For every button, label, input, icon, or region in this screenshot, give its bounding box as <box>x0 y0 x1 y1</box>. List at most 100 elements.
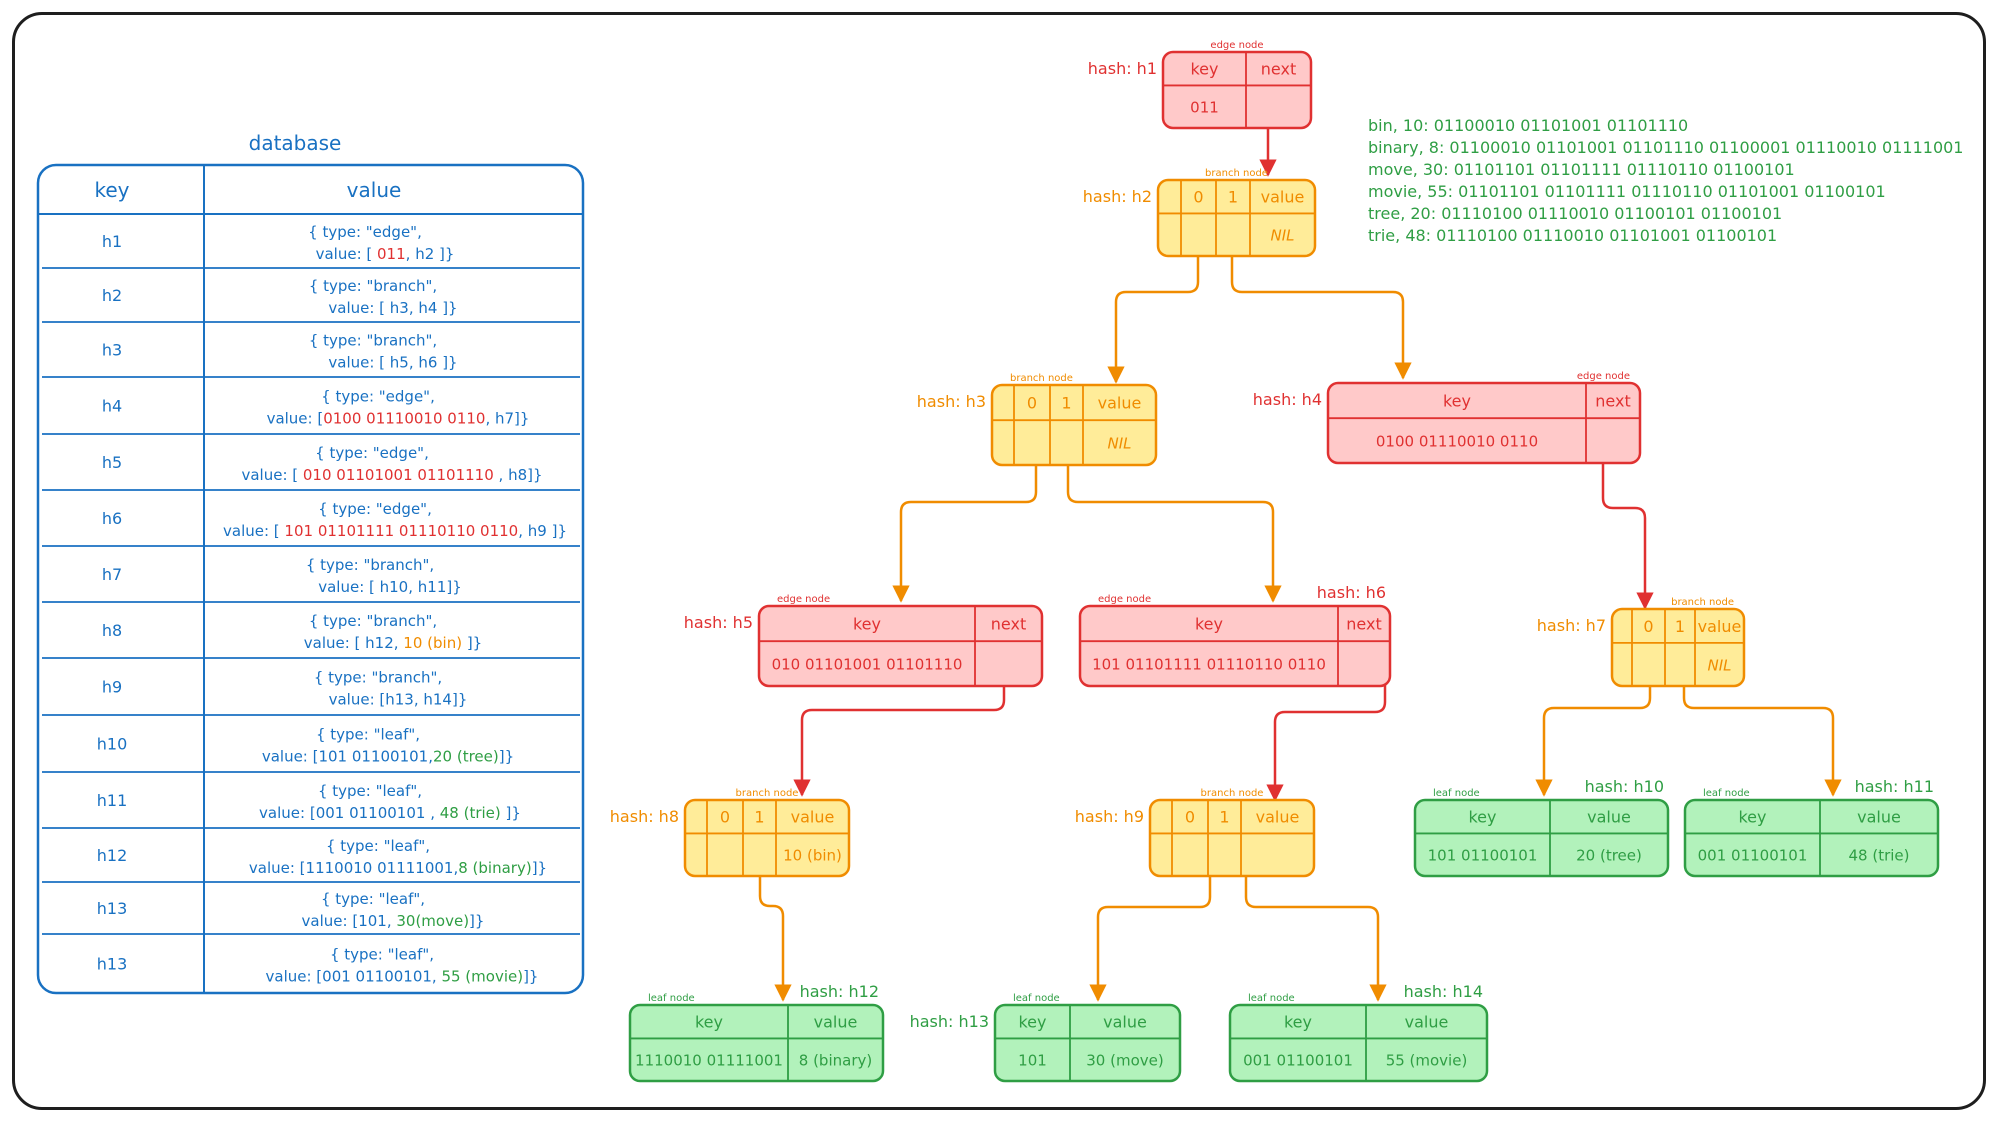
node-hash-label: hash: h13 <box>910 1012 989 1031</box>
node-value: 8 (binary) <box>799 1052 872 1070</box>
node-key-header: key <box>1190 60 1218 79</box>
node-box <box>990 383 1158 467</box>
branch-slot-0: 0 <box>1185 808 1195 827</box>
branch-value-header: value <box>1256 808 1300 827</box>
node-value: 30 (move) <box>1086 1052 1163 1070</box>
node-box <box>1610 607 1746 688</box>
database-row-key: h1 <box>102 232 122 251</box>
node-key: 101 01101111 01110110 0110 <box>1092 656 1326 674</box>
node-next-header: next <box>991 615 1026 634</box>
node-box <box>1161 50 1313 130</box>
database-row-key: h7 <box>102 565 122 584</box>
database-row-value: value: [ h12, 10 (bin) ]} <box>304 634 482 652</box>
node-hash-label: hash: h2 <box>1083 187 1152 206</box>
node-hash-label: hash: h9 <box>1075 807 1144 826</box>
database-row-key: h10 <box>97 735 128 754</box>
database-row-type: { type: "branch", <box>309 332 437 350</box>
database-row-value: value: [ h10, h11]} <box>318 578 462 596</box>
database-row-value: value: [0100 01110010 0110, h7]} <box>267 410 530 428</box>
database-row-key: h4 <box>102 397 122 416</box>
edge-h2-h3 <box>1107 256 1200 384</box>
database-row-type: { type: "leaf", <box>321 890 425 908</box>
node-type-label: leaf node <box>1433 788 1480 799</box>
branch-slot-0: 0 <box>1193 188 1203 207</box>
database-row-value: value: [101 01100101,20 (tree)]} <box>262 748 514 766</box>
edge-h2-h4 <box>1230 256 1412 380</box>
database-rows: h1{ type: "edge",value: [ 011, h2 ]}h2{ … <box>42 223 580 986</box>
encoding-line: binary, 8: 01100010 01101001 01101110 01… <box>1368 138 1963 157</box>
database-row-type: { type: "branch", <box>309 277 437 295</box>
edge-h9-h13 <box>1089 876 1212 1002</box>
edge-h5-h8 <box>793 642 1006 797</box>
database-row-value: value: [101, 30(move)]} <box>302 912 485 930</box>
edge-h4-h7 <box>1601 418 1654 610</box>
node-box <box>1683 798 1940 878</box>
branch-slot-0: 0 <box>720 808 730 827</box>
branch-slot-1: 1 <box>1228 188 1238 207</box>
branch-slot-1: 1 <box>754 808 764 827</box>
node-hash-label: hash: h6 <box>1317 583 1386 602</box>
node-box <box>1326 381 1642 465</box>
database-row-value: value: [ 011, h2 ]} <box>316 245 455 263</box>
edge-h9-h14 <box>1244 876 1387 1002</box>
edge-h8-h12 <box>758 876 792 1002</box>
node-value: 55 (movie) <box>1386 1052 1468 1070</box>
encoding-line: bin, 10: 01100010 01101001 01101110 <box>1368 116 1688 135</box>
branch-value: NIL <box>1707 656 1731 674</box>
node-hash-label: hash: h14 <box>1404 982 1483 1001</box>
node-type-label: leaf node <box>1703 788 1750 799</box>
encoding-line: tree, 20: 01110100 01110010 01100101 011… <box>1368 204 1782 223</box>
node-key: 0100 01110010 0110 <box>1376 433 1538 451</box>
node-type-label: leaf node <box>1248 993 1295 1004</box>
node-type-label: edge node <box>777 594 830 605</box>
database-row-value: value: [h13, h14]} <box>329 691 468 709</box>
database-row-type: { type: "branch", <box>306 556 434 574</box>
node-hash-label: hash: h5 <box>684 613 753 632</box>
branch-slot-0: 0 <box>1643 617 1653 636</box>
node-hash-label: hash: h11 <box>1855 777 1934 796</box>
node-hash-label: hash: h1 <box>1088 59 1157 78</box>
node-value: 48 (trie) <box>1848 847 1909 865</box>
node-key: 011 <box>1190 99 1219 117</box>
node-box <box>1413 798 1670 878</box>
node-key-header: key <box>1738 808 1766 827</box>
node-box <box>683 798 851 878</box>
node-type-label: leaf node <box>1013 993 1060 1004</box>
database-row-key: h9 <box>102 678 122 697</box>
node-key-header: key <box>1468 808 1496 827</box>
database-row-value: value: [001 01100101 , 48 (trie) ]} <box>259 804 521 822</box>
database-table-border <box>36 163 585 995</box>
node-type-label: edge node <box>1098 594 1151 605</box>
database-row-type: { type: "leaf", <box>318 782 422 800</box>
edge-h3-h6 <box>1066 426 1282 603</box>
branch-value-header: value <box>1261 188 1305 207</box>
node-next-header: next <box>1261 60 1296 79</box>
node-hash-label: hash: h8 <box>610 807 679 826</box>
database-row-value: value: [1110010 01111001,8 (binary)]} <box>249 859 547 877</box>
encoding-line: move, 30: 01101101 01101111 01110110 011… <box>1368 160 1795 179</box>
node-key: 001 01100101 <box>1698 847 1808 865</box>
node-key: 101 01100101 <box>1428 847 1538 865</box>
node-box <box>1156 178 1317 258</box>
database-header-value: value <box>347 178 402 202</box>
branch-value: NIL <box>1107 435 1131 453</box>
database-row-key: h13 <box>97 899 128 918</box>
database-row-key: h11 <box>97 791 128 810</box>
database-row-value: value: [ h3, h4 ]} <box>328 299 457 317</box>
database-row-value: value: [001 01100101, 55 (movie)]} <box>266 968 539 986</box>
canvas-frame <box>12 12 1986 1110</box>
node-type-label: leaf node <box>648 993 695 1004</box>
node-key: 1110010 01111001 <box>635 1052 783 1070</box>
database-row-key: h2 <box>102 286 122 305</box>
database-row-value: value: [ 010 01101001 01101110 , h8]} <box>241 466 542 484</box>
node-value-header: value <box>1405 1013 1449 1032</box>
